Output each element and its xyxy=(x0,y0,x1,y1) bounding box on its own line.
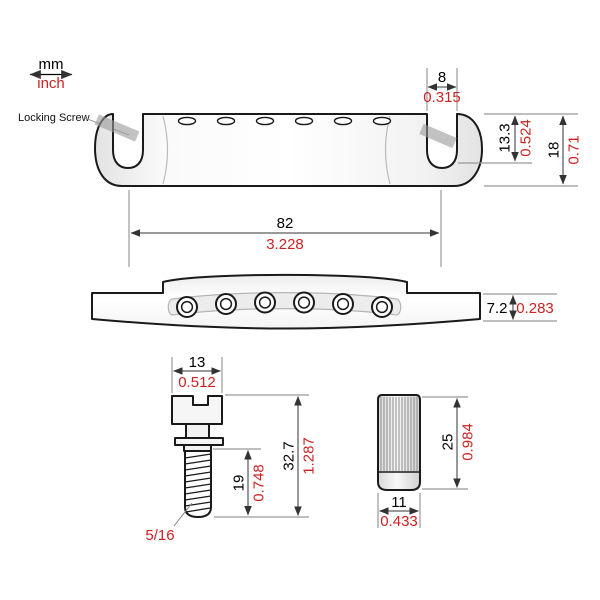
locking-screw-right xyxy=(419,123,457,149)
dim-bushing-length-inch: 0.984 xyxy=(459,423,476,461)
string-holes-side xyxy=(176,291,393,318)
left-shading-arc xyxy=(162,115,169,185)
string-holes-top xyxy=(177,116,392,126)
tailpiece-top-view xyxy=(94,113,483,187)
dim-body-height-mm: 18 xyxy=(545,142,562,159)
dim-thread-length: 19 0.748 xyxy=(213,448,267,516)
dim-thread-length-mm: 19 xyxy=(230,475,247,492)
legend-metric-label: mm xyxy=(39,56,64,73)
dim-post-spacing-inch: 3.228 xyxy=(266,236,304,253)
string-hole-top-1 xyxy=(177,116,197,126)
dim-bushing-diameter: 11 0.433 xyxy=(377,493,421,530)
dim-slot-depth-mm: 13.3 xyxy=(496,123,513,152)
dim-slot-width-mm: 8 xyxy=(438,69,446,86)
dim-bushing-diameter-mm: 11 xyxy=(391,494,407,511)
tailpiece-side-view xyxy=(91,273,481,330)
dim-stud-overall-length: 32.7 1.287 xyxy=(214,394,317,518)
string-hole-top-2 xyxy=(216,116,236,126)
unit-legend: mm inch xyxy=(29,56,73,92)
dim-stud-head-width: 13 0.512 xyxy=(171,354,223,393)
dim-bushing-length-mm: 25 xyxy=(439,434,456,451)
dim-wing-thickness-mm: 7.2 xyxy=(487,300,508,317)
stud-drawing: 13 0.512 5/16 19 0.748 32.7 1.287 xyxy=(145,354,317,544)
dim-wing-thickness: 7.2 0.283 xyxy=(483,293,557,322)
bushing-drawing: 25 0.984 11 0.433 xyxy=(377,394,476,530)
dim-slot-width-inch: 0.315 xyxy=(423,89,461,106)
dim-post-spacing-mm: 82 xyxy=(277,215,294,232)
dim-bushing-length: 25 0.984 xyxy=(422,396,476,490)
stud-flange xyxy=(174,437,224,446)
bushing-knurl-lines xyxy=(380,397,418,471)
string-hole-top-4 xyxy=(294,116,314,126)
dim-wing-thickness-inch: 0.283 xyxy=(516,300,554,317)
dim-stud-head-width-inch: 0.512 xyxy=(178,374,216,391)
dim-stud-head-width-mm: 13 xyxy=(189,354,206,371)
string-hole-top-6 xyxy=(372,116,392,126)
thread-size-label: 5/16 xyxy=(145,527,174,544)
dim-slot-depth-and-height: 13.3 0.524 18 0.71 xyxy=(458,113,582,187)
dim-stud-overall-length-mm: 32.7 xyxy=(280,441,297,470)
string-hole-top-3 xyxy=(255,116,275,126)
dim-bushing-diameter-inch: 0.433 xyxy=(380,513,418,530)
tailpiece-body-outline xyxy=(94,113,483,187)
locking-screw-left xyxy=(94,114,140,142)
stud-neck xyxy=(185,423,210,439)
dim-body-height-inch: 0.71 xyxy=(565,135,582,164)
dim-stud-overall-length-inch: 1.287 xyxy=(300,437,317,475)
stud-thread-ridges xyxy=(184,453,212,513)
dim-post-spacing: 82 3.228 xyxy=(128,190,442,267)
thread-size-callout: 5/16 xyxy=(145,502,193,544)
thread-size-leader-line xyxy=(173,502,193,527)
legend-imperial-label: inch xyxy=(37,75,65,92)
locking-screw-label: Locking Screw xyxy=(18,112,90,124)
dim-thread-length-inch: 0.748 xyxy=(250,464,267,502)
dim-slot-width: 8 0.315 xyxy=(423,68,461,111)
string-hole-top-5 xyxy=(333,116,353,126)
dim-slot-depth-inch: 0.524 xyxy=(517,119,534,157)
stud-head xyxy=(171,395,223,425)
